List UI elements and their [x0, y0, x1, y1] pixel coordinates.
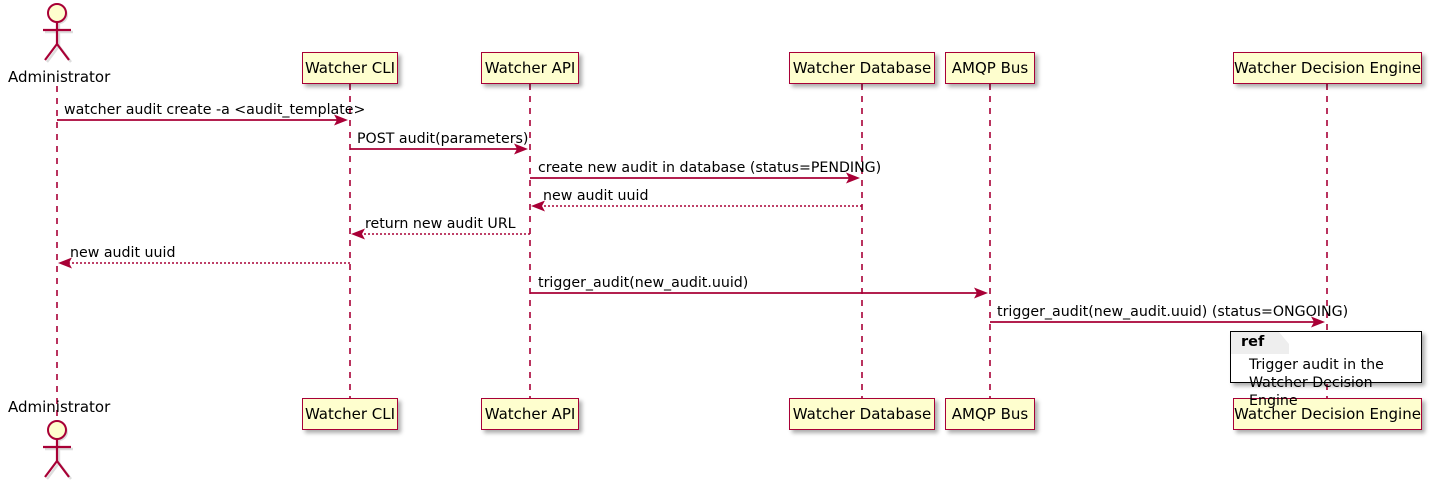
ref-fragment-keyword: ref	[1241, 334, 1265, 350]
ref-fragment-tab	[1231, 332, 1289, 354]
participant-label-decision-engine: Watcher Decision Engine	[1234, 58, 1421, 77]
actor-administrator-bottom	[43, 420, 73, 480]
arrowhead-m2	[514, 143, 528, 155]
arrowhead-m5	[351, 228, 365, 240]
ref-fragment-box: ref Trigger audit in the Watcher Decisio…	[1230, 331, 1422, 409]
participant-box-amqp-bus-top[interactable]: AMQP Bus	[945, 52, 1035, 84]
participant-box-watcher-api-top[interactable]: Watcher API	[481, 52, 579, 84]
participant-label-watcher-database: Watcher Database	[792, 58, 932, 77]
actor-label-administrator-bottom: Administrator	[8, 398, 111, 416]
actor-label-administrator-top: Administrator	[8, 68, 111, 86]
participant-label-decision-engine-bottom: Watcher Decision Engine	[1234, 404, 1421, 423]
participant-label-watcher-database-bottom: Watcher Database	[792, 404, 932, 423]
participant-label-amqp-bus: AMQP Bus	[951, 58, 1029, 77]
message-label-m4: new audit uuid	[543, 188, 649, 204]
message-label-m6: new audit uuid	[70, 245, 176, 261]
participant-label-watcher-cli: Watcher CLI	[304, 58, 396, 77]
message-label-m3: create new audit in database (status=PEN…	[538, 160, 882, 176]
arrowhead-m8	[1311, 316, 1325, 328]
actor-administrator-top	[43, 3, 73, 63]
ref-fragment-text: Trigger audit in the Watcher Decision En…	[1249, 357, 1384, 410]
arrowhead-m1	[334, 114, 348, 126]
arrowhead-m7	[974, 287, 988, 299]
participant-box-amqp-bus-bottom[interactable]: AMQP Bus	[945, 398, 1035, 430]
arrowhead-m6	[58, 257, 72, 269]
message-label-m2: POST audit(parameters)	[357, 131, 529, 147]
participant-box-decision-engine-bottom[interactable]: Watcher Decision Engine	[1233, 398, 1422, 430]
participant-label-watcher-api-bottom: Watcher API	[484, 404, 576, 423]
arrowhead-m3	[846, 172, 860, 184]
participant-box-watcher-cli-bottom[interactable]: Watcher CLI	[302, 398, 398, 430]
message-label-m8: trigger_audit(new_audit.uuid) (status=ON…	[997, 304, 1349, 320]
message-label-m5: return new audit URL	[365, 216, 516, 232]
arrowhead-m4	[531, 200, 545, 212]
message-label-m1: watcher audit create -a <audit_template>	[64, 102, 366, 118]
message-label-m7: trigger_audit(new_audit.uuid)	[538, 275, 749, 291]
participant-box-watcher-api-bottom[interactable]: Watcher API	[481, 398, 579, 430]
participant-box-watcher-database-bottom[interactable]: Watcher Database	[789, 398, 935, 430]
participant-label-amqp-bus-bottom: AMQP Bus	[951, 404, 1029, 423]
participant-box-watcher-database-top[interactable]: Watcher Database	[789, 52, 935, 84]
participant-box-watcher-cli-top[interactable]: Watcher CLI	[302, 52, 398, 84]
participant-label-watcher-cli-bottom: Watcher CLI	[304, 404, 396, 423]
participant-box-decision-engine-top[interactable]: Watcher Decision Engine	[1233, 52, 1422, 84]
participant-label-watcher-api: Watcher API	[484, 58, 576, 77]
